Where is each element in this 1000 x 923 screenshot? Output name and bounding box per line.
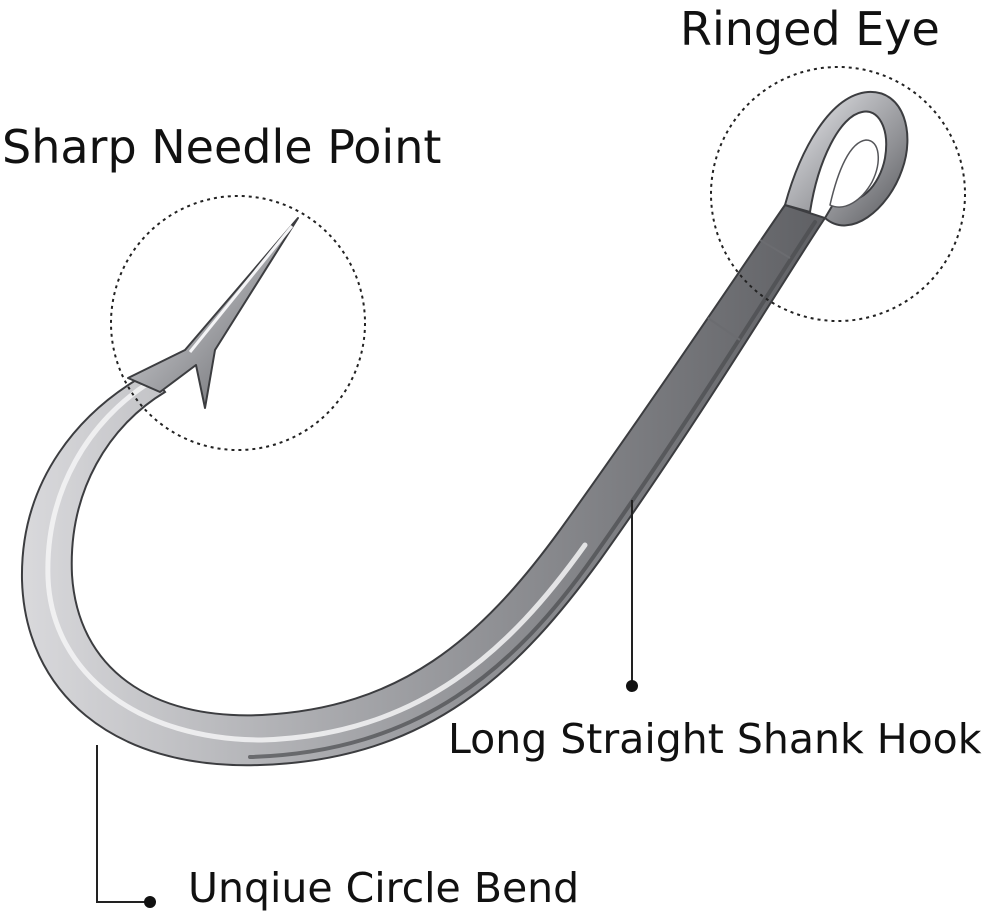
shank-leader-dot <box>626 680 638 692</box>
hook-bend-and-shank <box>20 203 827 767</box>
circle-bend-label: Unqiue Circle Bend <box>188 864 580 912</box>
barb-highlight <box>188 225 294 353</box>
needle-point-callout-circle <box>110 195 366 451</box>
eye-inner-hole <box>829 139 879 208</box>
hook-highlight <box>45 379 588 743</box>
forge-mark <box>707 317 741 341</box>
bend-leader-dot <box>144 896 156 908</box>
hook-shadow-line <box>248 220 817 759</box>
ringed-eye-loop <box>783 90 909 227</box>
needle-point-label: Sharp Needle Point <box>2 120 442 174</box>
hook-point <box>127 217 299 409</box>
needle-point-barb <box>127 217 299 409</box>
hook-body <box>20 203 827 767</box>
hook-eye <box>783 90 909 227</box>
ringed-eye-callout-circle <box>710 66 966 322</box>
forge-mark <box>759 239 791 259</box>
ringed-eye-label: Ringed Eye <box>680 2 940 56</box>
bend-leader <box>96 745 156 908</box>
shank-leader <box>626 500 638 692</box>
straight-shank-label: Long Straight Shank Hook <box>448 715 982 763</box>
